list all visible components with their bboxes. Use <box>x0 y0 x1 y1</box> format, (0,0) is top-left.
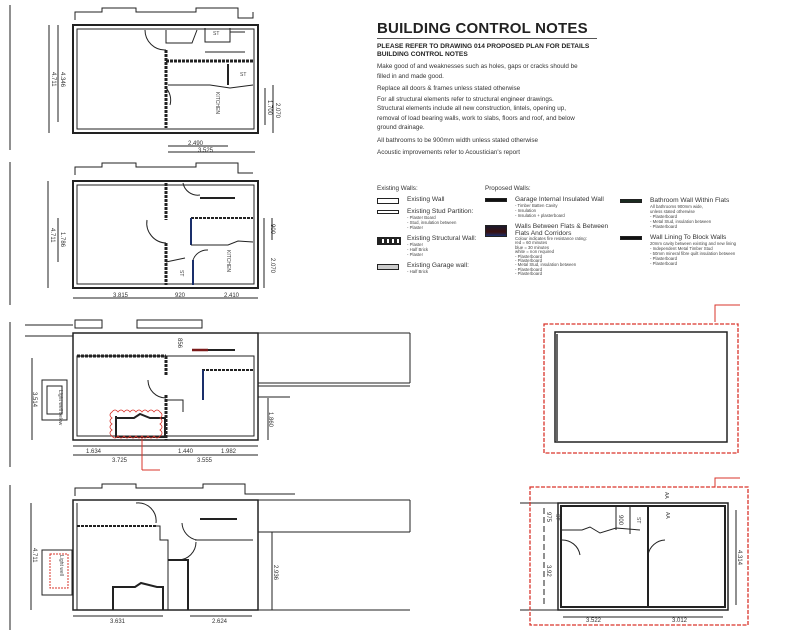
room-label: AA <box>664 512 670 519</box>
legend-details: - Half Brick <box>407 269 429 274</box>
legend-label: Existing Stud Partition: <box>407 208 474 215</box>
dim-label: 1.634 <box>86 449 102 455</box>
room-label: KITCHEN <box>214 92 220 114</box>
dim-label: 1.700 <box>266 100 272 116</box>
legend-details: Colour indicates fire resistance rating:… <box>515 236 587 277</box>
note-paragraph: Replace all doors & frames unless stated… <box>377 85 521 92</box>
dim-label: 975 <box>545 512 551 523</box>
dim-label: 4.314 <box>736 550 742 566</box>
dim-label: 3.631 <box>110 619 126 625</box>
wall-swatch <box>485 225 507 237</box>
room-label: KITCHEN <box>225 250 231 272</box>
room-label: ST <box>554 514 560 520</box>
wall-legend: Existing Walls: Existing Wall Existing S… <box>377 185 792 305</box>
legend-label: Walls Between Flats & Between Flats And … <box>515 223 609 237</box>
dim-label: 3.525 <box>198 148 214 154</box>
notes-title: BUILDING CONTROL NOTES <box>377 20 597 39</box>
garage-plan <box>543 304 740 485</box>
notes-subheading: PLEASE REFER TO DRAWING 014 PROPOSED PLA… <box>377 43 590 58</box>
room-label: ST <box>240 72 246 78</box>
legend-item: Existing Garage wall:- Half Brick <box>377 262 482 274</box>
legend-heading: Proposed Walls: <box>485 185 531 192</box>
dim-label: 4.346 <box>59 72 65 88</box>
room-label: Light well <box>58 555 64 576</box>
wall-swatch <box>377 210 399 214</box>
dim-label: 3.725 <box>112 458 128 464</box>
legend-label: Existing Garage wall: <box>407 262 469 269</box>
dim-label: 4.711 <box>49 228 55 243</box>
legend-details: - Timber Batten Cavity - Insulation - In… <box>515 203 565 218</box>
dim-label: 2.410 <box>224 293 240 299</box>
room-label: Light well below <box>57 390 63 426</box>
dim-label: 3.012 <box>672 618 688 624</box>
legend-details: - Plaster - Half Brick - Plaster <box>407 242 429 257</box>
legend-item: Existing Stud Partition:- Plaster Board … <box>377 208 482 230</box>
note-paragraph: Structural elements include all new cons… <box>377 105 575 131</box>
note-paragraph: All bathrooms to be 900mm width unless s… <box>377 136 539 144</box>
legend-label: Bathroom Wall Within Flats <box>650 197 730 204</box>
dim-label: 1.982 <box>221 449 237 455</box>
note-paragraph: Acoustic improvements refer to Acoustici… <box>377 149 520 156</box>
dim-label: 1.440 <box>178 449 194 455</box>
legend-label: Wall Lining To Block Walls <box>650 234 727 241</box>
legend-label: Garage Internal Insulated Wall <box>515 196 604 203</box>
wall-swatch <box>377 264 399 270</box>
wall-swatch <box>620 236 642 240</box>
dim-label: 2.936 <box>272 565 278 581</box>
garage-unit-plan <box>520 478 749 626</box>
legend-label: Existing Wall <box>407 196 445 203</box>
room-label: ST <box>635 517 641 523</box>
first-floor-plan <box>47 162 273 299</box>
legend-heading: Existing Walls: <box>377 185 418 192</box>
legend-item: Garage Internal Insulated Wall- Timber B… <box>485 196 620 218</box>
dim-label: 900 <box>617 515 623 526</box>
dim-label: 920 <box>175 293 186 299</box>
dim-label: 2.490 <box>188 141 204 147</box>
dim-label: 1.860 <box>267 412 273 428</box>
dim-label: 3.555 <box>197 458 213 464</box>
dim-label: 3.815 <box>113 293 129 299</box>
lower-ground-floor-plan <box>30 483 411 617</box>
dim-label: 3.514 <box>31 392 37 408</box>
legend-item: Walls Between Flats & Between Flats And … <box>485 223 620 277</box>
ground-floor-plan <box>25 319 411 471</box>
room-label: ST <box>178 270 184 276</box>
room-label: ST <box>213 31 219 37</box>
wall-swatch <box>485 198 507 202</box>
room-label: AA <box>663 492 669 499</box>
legend-details: - Plaster Board - Stud, insulation betwe… <box>407 215 457 230</box>
dim-label: 856 <box>176 338 182 349</box>
dim-label: 4.711 <box>50 72 56 87</box>
dim-label: 1.786 <box>59 232 65 248</box>
dim-label: 2.624 <box>212 619 228 625</box>
wall-swatch <box>377 237 401 245</box>
legend-details: All bathrooms 900mm wide, unless stated … <box>650 204 712 229</box>
second-floor-plan <box>48 7 274 153</box>
dim-label: 2.070 <box>269 258 275 274</box>
note-paragraph: For all structural elements refer to str… <box>377 95 554 103</box>
legend-item: Existing Structural Wall:- Plaster - Hal… <box>377 235 482 257</box>
dim-label: 2.070 <box>274 103 280 119</box>
legend-label: Existing Structural Wall: <box>407 235 477 242</box>
dim-label: 4.711 <box>31 548 37 563</box>
dim-label: 3.92 <box>545 565 551 577</box>
note-paragraph: Make good of and weaknesses such as hole… <box>377 63 578 80</box>
legend-item: Existing Wall <box>377 196 482 204</box>
legend-details: 20mm cavity between existing and new lin… <box>650 241 736 266</box>
wall-swatch <box>377 198 399 204</box>
building-control-notes: BUILDING CONTROL NOTES PLEASE REFER TO D… <box>377 20 792 276</box>
dim-label: 3.522 <box>586 618 602 624</box>
wall-swatch <box>620 199 642 203</box>
dim-label: 900 <box>269 224 275 235</box>
